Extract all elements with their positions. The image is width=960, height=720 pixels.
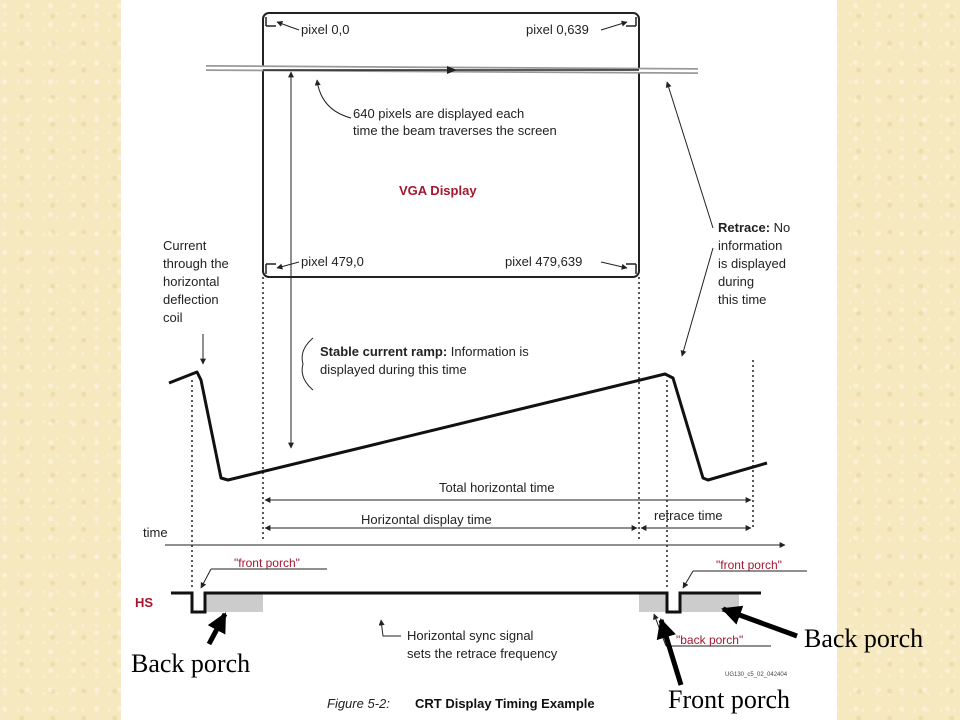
front-porch-label-right: "front porch" bbox=[716, 558, 782, 572]
front-porch-label-left: "front porch" bbox=[234, 556, 300, 570]
total-horizontal-time-label: Total horizontal time bbox=[439, 480, 555, 495]
stable-ramp-brace bbox=[301, 337, 314, 391]
deflection-current-waveform bbox=[168, 370, 768, 482]
doc-code: UG130_c5_02_042404 bbox=[725, 672, 788, 678]
stable-ramp-line1: Stable current ramp: Information is bbox=[320, 344, 529, 359]
arrow-front-porch-left bbox=[200, 568, 212, 589]
arrow-retrace-down bbox=[680, 247, 714, 357]
corner-marker-br bbox=[626, 263, 637, 274]
pixels-displayed-line2: time the beam traverses the screen bbox=[353, 123, 557, 138]
corner-marker-tr bbox=[626, 17, 637, 27]
arrow-pixel-tl bbox=[276, 21, 300, 31]
time-axis-label: time bbox=[143, 525, 168, 540]
hs-waveform bbox=[171, 591, 761, 614]
retrace-text-line1: Retrace: No bbox=[718, 220, 790, 235]
current-line1: Current bbox=[163, 238, 207, 253]
corner-marker-tl bbox=[265, 17, 276, 27]
arrow-640-pixels bbox=[314, 79, 352, 119]
arrow-sync-signal bbox=[378, 619, 401, 637]
figure-number: Figure 5-2: bbox=[327, 696, 390, 711]
pixel-br-label: pixel 479,639 bbox=[505, 254, 582, 269]
back-porch-left-label: Back porch bbox=[131, 649, 250, 678]
front-porch-bottom-label: Front porch bbox=[668, 685, 790, 714]
pixel-bl-label: pixel 479,0 bbox=[301, 254, 364, 269]
sync-line2: sets the retrace frequency bbox=[407, 646, 558, 661]
arrow-back-porch-right bbox=[721, 605, 798, 639]
back-porch-small-label: "back porch" bbox=[676, 633, 743, 647]
crt-timing-diagram: pixel 0,0 pixel 0,639 pixel 479,0 pixel … bbox=[135, 12, 807, 711]
retrace-line4: during bbox=[718, 274, 754, 289]
arrow-front-porch-right bbox=[682, 570, 694, 589]
current-line3: horizontal bbox=[163, 274, 219, 289]
retrace-line3: is displayed bbox=[718, 256, 786, 271]
arrow-pixel-br bbox=[600, 261, 628, 270]
vga-display-title: VGA Display bbox=[399, 183, 477, 198]
current-line4: deflection bbox=[163, 292, 219, 307]
arrow-back-porch-left bbox=[206, 612, 228, 646]
diagram-panel: pixel 0,0 pixel 0,639 pixel 479,0 pixel … bbox=[121, 0, 837, 720]
front-porch-fill-right bbox=[639, 593, 667, 612]
horizontal-display-time-label: Horizontal display time bbox=[361, 512, 492, 527]
arrow-front-porch-bottom bbox=[656, 618, 684, 686]
sync-line1: Horizontal sync signal bbox=[407, 628, 534, 643]
retrace-time-label: retrace time bbox=[654, 508, 723, 523]
arrow-retrace-up bbox=[665, 81, 714, 229]
retrace-line2: information bbox=[718, 238, 782, 253]
pixel-tr-label: pixel 0,639 bbox=[526, 22, 589, 37]
figure-title: CRT Display Timing Example bbox=[415, 696, 595, 711]
hs-label: HS bbox=[135, 595, 153, 610]
back-porch-right-label: Back porch bbox=[804, 624, 923, 653]
scan-direction-arrow bbox=[447, 66, 457, 74]
vga-screen-frame bbox=[262, 12, 640, 278]
corner-marker-bl bbox=[265, 263, 276, 274]
retrace-line5: this time bbox=[718, 292, 766, 307]
current-line2: through the bbox=[163, 256, 229, 271]
back-porch-fill-left bbox=[206, 593, 263, 612]
pixel-tl-label: pixel 0,0 bbox=[301, 22, 349, 37]
arrow-pixel-tr bbox=[600, 20, 628, 31]
current-line5: coil bbox=[163, 310, 183, 325]
stable-ramp-line2: displayed during this time bbox=[320, 362, 467, 377]
pixels-displayed-line1: 640 pixels are displayed each bbox=[353, 106, 524, 121]
